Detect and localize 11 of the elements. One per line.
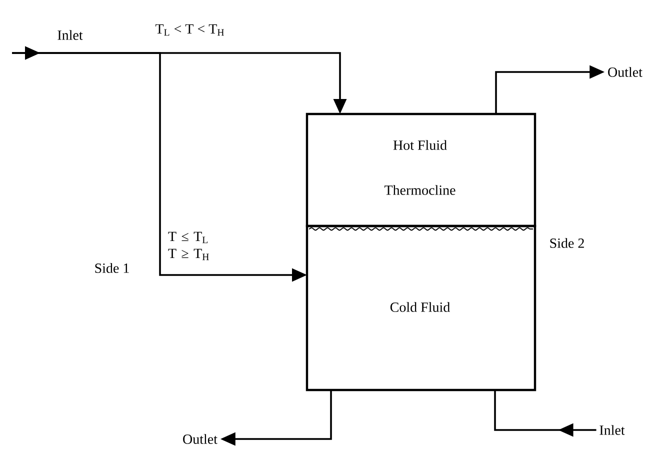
edge-label: T$_{L}$ < T < T$_{H}$: [154, 23, 226, 37]
pipe-arrow: [494, 390, 596, 437]
edge-label: T ≤ T$_{L}$ T ≥ T$_{H}$: [167, 230, 213, 262]
port-label: Outlet: [183, 434, 218, 444]
port-label: Inlet: [600, 425, 625, 435]
tank-region: Hot Fluid Thermocline: [306, 112, 536, 228]
side-label: Inlet: [58, 30, 83, 40]
side-label: Side 2: [550, 238, 584, 248]
side-label: Side 1: [95, 263, 129, 273]
tank-region: Cold Fluid: [306, 224, 536, 392]
port-label: Outlet: [608, 67, 642, 77]
